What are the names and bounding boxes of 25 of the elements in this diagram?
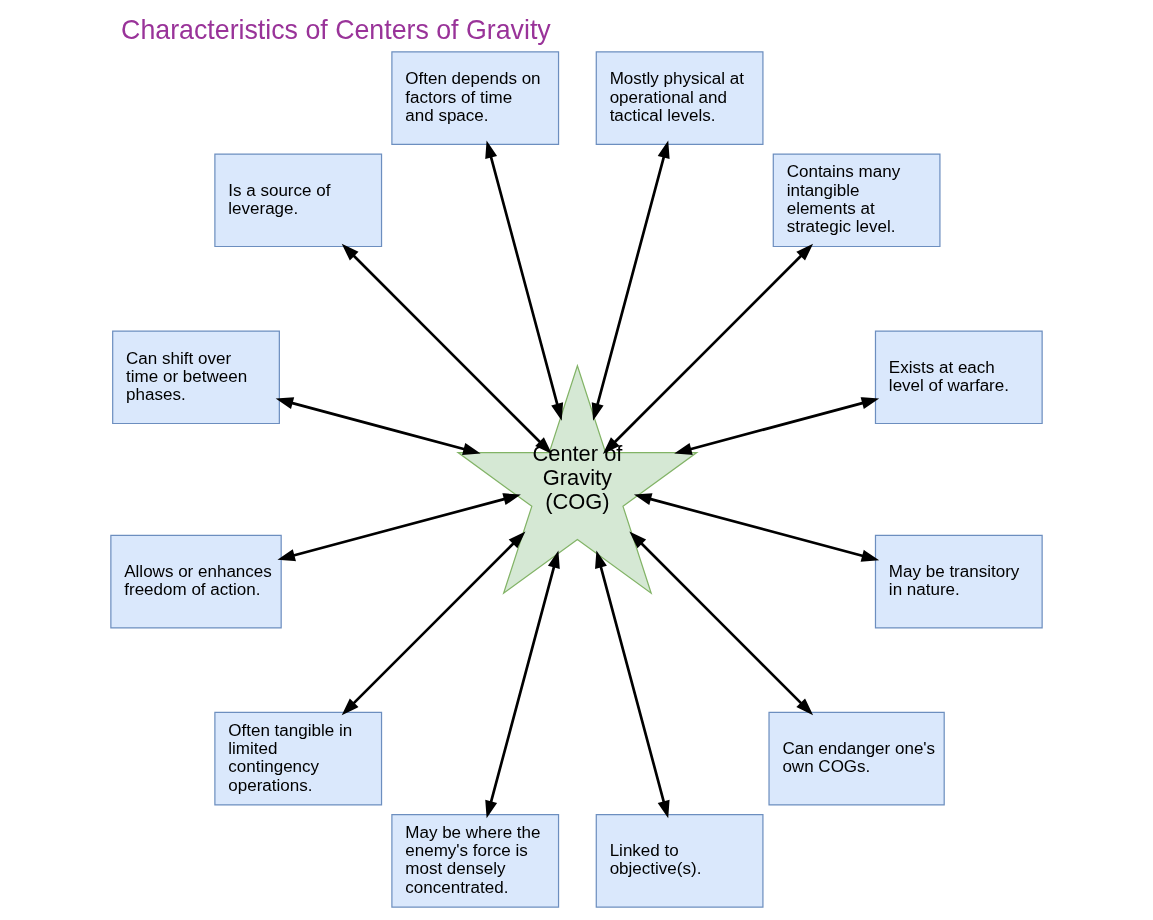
- arrow: [629, 531, 814, 716]
- node-box: Often tangible in limited contingency operations.: [214, 711, 383, 806]
- arrow: [633, 493, 880, 562]
- node-box: Can endanger one's own COGs.: [768, 711, 945, 806]
- node-box: Contains many intangible elements at strategic level.: [772, 153, 941, 248]
- node-box: Often depends on factors of time and space.: [391, 51, 560, 145]
- arrow: [341, 531, 526, 716]
- arrow: [485, 550, 560, 819]
- diagram-title: Characteristics of Centers of Gravity: [121, 15, 551, 46]
- arrow: [602, 243, 814, 455]
- arrow: [341, 243, 552, 455]
- arrow: [277, 493, 521, 562]
- arrow: [275, 397, 481, 455]
- arrow: [595, 550, 670, 819]
- node-box: Exists at each level of warfare.: [874, 330, 1043, 425]
- node-box: May be transitory in nature.: [874, 534, 1043, 629]
- arrow: [674, 397, 880, 455]
- node-box: Mostly physical at operational and tactical levels.: [595, 51, 764, 145]
- node-box: May be where the enemy's force is most densely concentrated.: [391, 814, 560, 908]
- node-box: Is a source of leverage.: [214, 153, 383, 248]
- node-box: Linked to objective(s).: [595, 814, 764, 908]
- arrow: [485, 140, 564, 421]
- node-box: Allows or enhances freedom of action.: [110, 534, 282, 629]
- arrow: [591, 140, 670, 421]
- node-box: Can shift over time or between phases.: [112, 330, 280, 425]
